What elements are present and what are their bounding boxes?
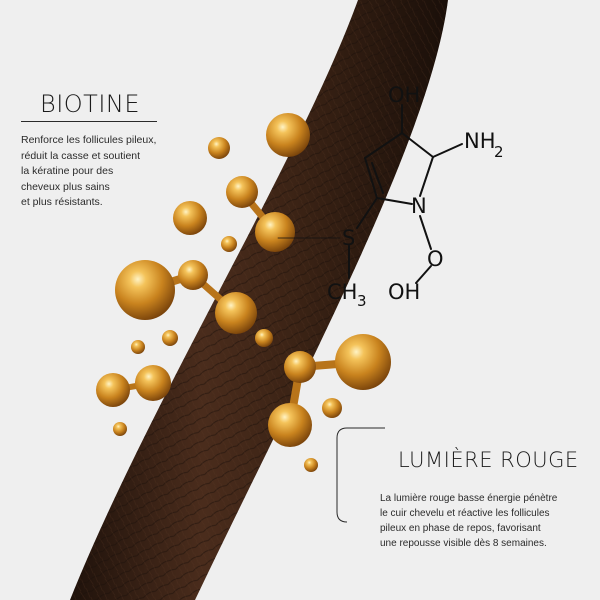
- biotine-line: et plus résistants.: [21, 196, 103, 208]
- biotine-description: Renforce les follicules pileux, réduit l…: [21, 133, 196, 211]
- label-nh-sub: 2: [494, 143, 504, 161]
- biotine-divider: [21, 121, 157, 122]
- label-n: N: [411, 194, 427, 218]
- label-oh-top: OH: [388, 83, 420, 107]
- label-ch: CH: [327, 280, 357, 304]
- hair-strand: [70, 0, 448, 600]
- biotine-line: Renforce les follicules pileux,: [21, 134, 157, 146]
- red-light-line: pileux en phase de repos, favorisant: [380, 523, 541, 534]
- red-light-line: le cuir chevelu et réactive les follicul…: [380, 508, 550, 519]
- bracket-line: [336, 427, 385, 523]
- red-light-title: LUMIÈRE ROUGE: [398, 448, 579, 472]
- red-light-line: La lumière rouge basse énergie pénètre: [380, 493, 558, 504]
- molecule-labels: OH NH 2 N S O OH CH 3: [327, 83, 504, 310]
- biotine-line: cheveux plus sains: [21, 180, 110, 193]
- molecule-diagram: [277, 104, 463, 284]
- biotine-line: réduit la casse et soutient: [21, 149, 141, 162]
- oil-droplets: [96, 113, 391, 472]
- label-o: O: [427, 247, 444, 271]
- label-s: S: [342, 226, 355, 250]
- label-oh-bottom: OH: [388, 280, 420, 304]
- red-light-description: La lumière rouge basse énergie pénètre l…: [380, 491, 585, 551]
- biotine-line: la kératine pour des: [21, 165, 114, 177]
- label-nh: NH: [464, 129, 496, 153]
- label-ch-sub: 3: [357, 292, 367, 310]
- biotine-title: BIOTINE: [40, 90, 141, 118]
- red-light-line: une repousse visible dès 8 semaines.: [380, 538, 547, 549]
